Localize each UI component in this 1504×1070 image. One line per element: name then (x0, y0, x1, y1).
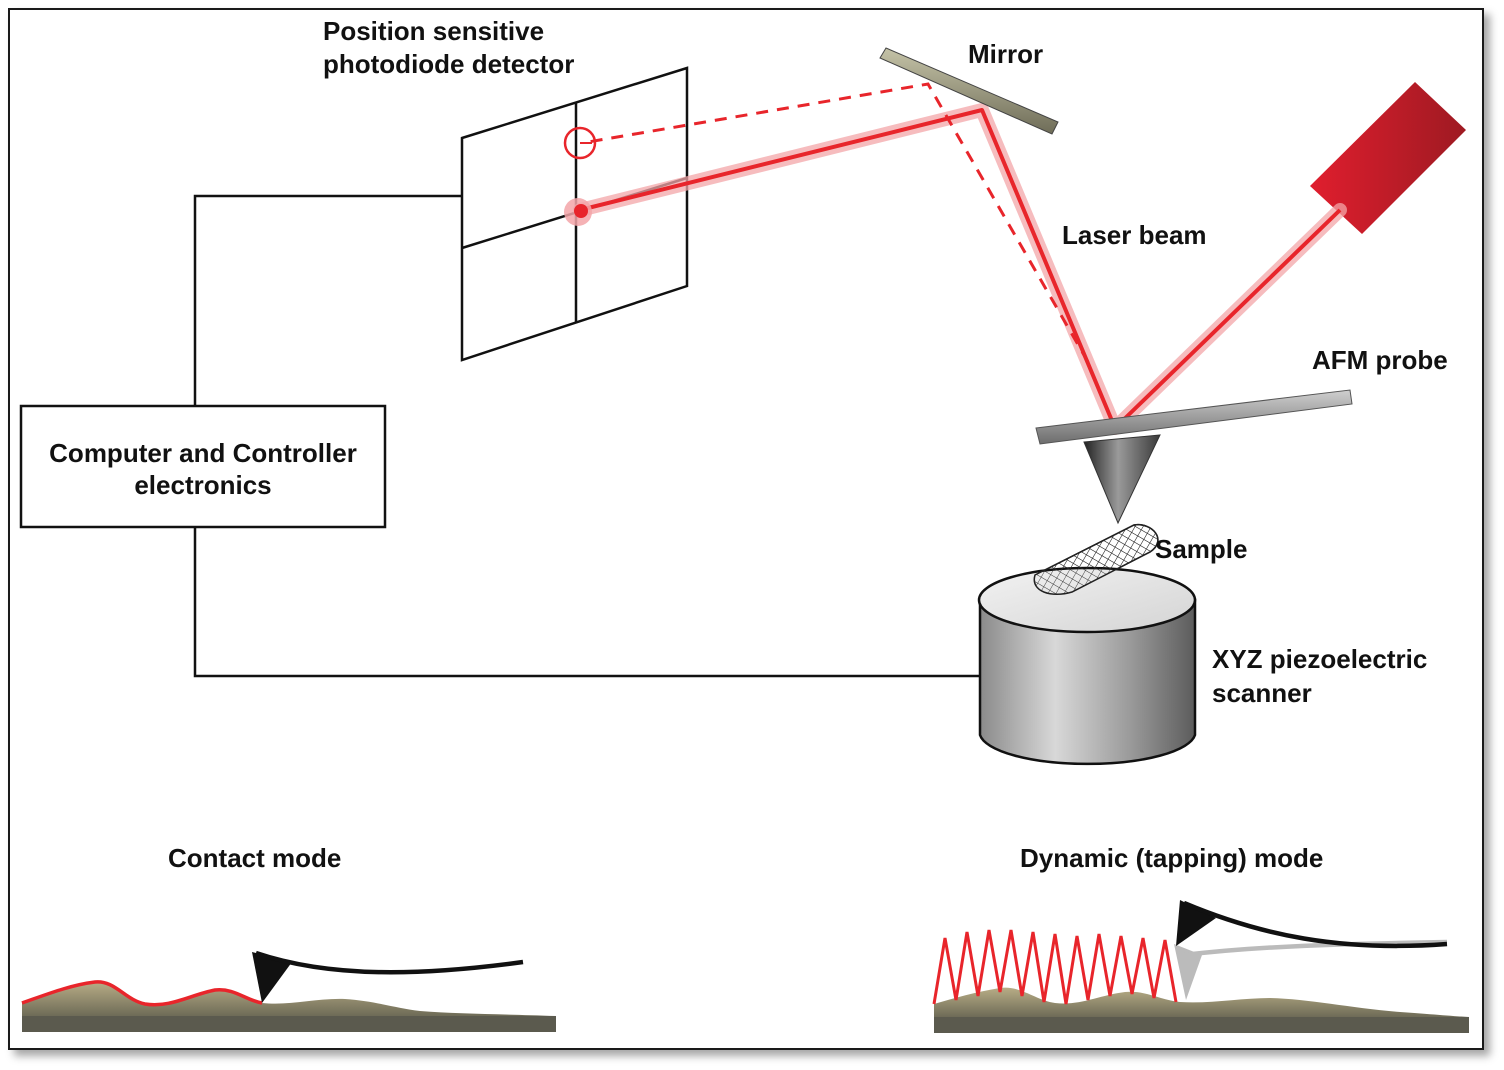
controller-label-line2: electronics (134, 470, 271, 500)
laser-source (1310, 82, 1466, 234)
contact-mode-label: Contact mode (168, 843, 341, 873)
tapping-mode-label: Dynamic (tapping) mode (1020, 843, 1323, 873)
figure-frame (8, 8, 1484, 1050)
scanner-label-line1: XYZ piezoelectric (1212, 644, 1427, 674)
afm-probe (1035, 389, 1353, 525)
deflected-beam (587, 82, 1090, 363)
piezo-scanner (977, 524, 1197, 766)
detector-label-line2: photodiode detector (323, 49, 574, 79)
scanner-label-line2: scanner (1212, 678, 1312, 708)
tapping-mode-illustration (932, 900, 1469, 1033)
sample-label: Sample (1155, 534, 1248, 564)
controller-box: Computer and Controller electronics (19, 404, 387, 529)
laser-beam-glow (573, 103, 1347, 435)
contact-mode-illustration (21, 950, 556, 1032)
laser-beam (579, 108, 1342, 430)
laser-spots (563, 126, 597, 226)
detector-label-line1: Position sensitive (323, 16, 544, 46)
mirror-label: Mirror (968, 39, 1043, 69)
afm-probe-label: AFM probe (1312, 345, 1448, 375)
wiring (193, 194, 980, 678)
controller-label-line1: Computer and Controller (49, 438, 357, 468)
mirror (879, 47, 1059, 135)
laser-beam-label: Laser beam (1062, 220, 1207, 250)
